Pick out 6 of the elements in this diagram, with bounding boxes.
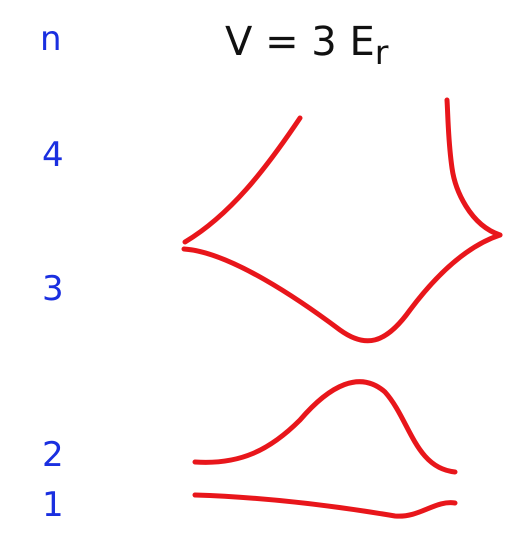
band-index-label: 4 [42, 138, 64, 172]
potential-label: V = 3 E$_{r}$ [225, 22, 388, 70]
band-index-label: 3 [42, 272, 64, 306]
axis-label: n [40, 22, 62, 56]
band-index-label: 2 [42, 438, 64, 472]
band-index-label: 1 [42, 488, 64, 522]
